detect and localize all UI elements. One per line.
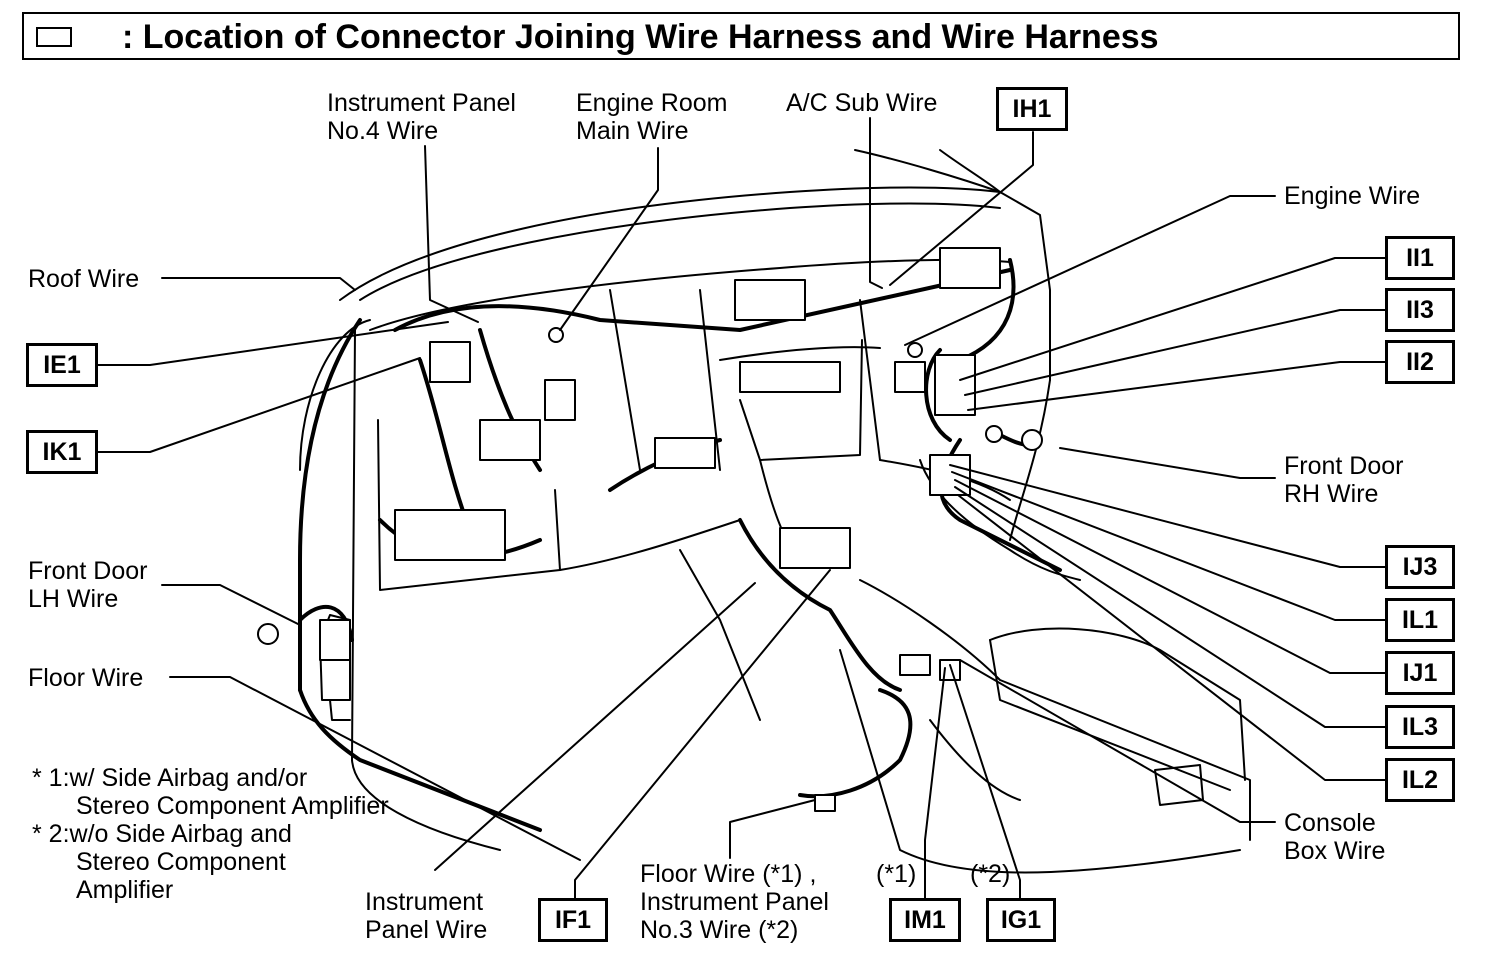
title-bar: : Location of Connector Joining Wire Har…	[22, 12, 1460, 60]
connector-code-ii2: II2	[1385, 340, 1455, 384]
connector-code-ie1: IE1	[26, 343, 98, 387]
label-floor-wire: Floor Wire	[28, 664, 144, 692]
label-instrument-panel-no4-line2: No.4 Wire	[327, 117, 439, 145]
label-floor-wire-ip3-line1: Floor Wire (*1) ,	[640, 860, 817, 888]
label-engine-room-main-line2: Main Wire	[576, 117, 689, 145]
label-star2: (*2)	[970, 860, 1011, 888]
label-engine-wire: Engine Wire	[1284, 182, 1421, 210]
label-floor-wire-ip3-line2: Instrument Panel	[640, 888, 829, 916]
connector-box-icon	[36, 27, 72, 47]
connector-code-if1: IF1	[538, 898, 608, 942]
connector-code-ih1: IH1	[996, 87, 1068, 131]
connector-code-im1: IM1	[889, 898, 961, 942]
label-floor-wire-ip3-line3: No.3 Wire (*2)	[640, 916, 799, 944]
label-instrument-panel-wire-line2: Panel Wire	[365, 916, 488, 944]
side-panel	[319, 459, 1081, 721]
label-front-door-rh-line2: RH Wire	[1284, 480, 1379, 508]
label-console-box-line1: Console	[1284, 809, 1376, 837]
note-2-line2: Stereo Component	[76, 848, 286, 876]
connector-code-ik1: IK1	[26, 430, 98, 474]
connector-code-ii1: II1	[1385, 236, 1455, 280]
label-engine-room-main-line1: Engine Room	[576, 89, 728, 117]
note-2-line1: * 2:w/o Side Airbag and	[32, 820, 292, 848]
label-front-door-lh-line1: Front Door	[28, 557, 148, 585]
center-console	[839, 579, 1251, 874]
connector-code-il2: IL2	[1385, 758, 1455, 802]
label-roof-wire: Roof Wire	[28, 265, 140, 293]
leader-lines	[97, 117, 1386, 899]
page-title: : Location of Connector Joining Wire Har…	[122, 18, 1159, 56]
connector-code-ig1: IG1	[986, 898, 1056, 942]
connector-code-ij3: IJ3	[1385, 545, 1455, 589]
label-console-box-line2: Box Wire	[1284, 837, 1386, 865]
connector-code-il1: IL1	[1385, 598, 1455, 642]
label-front-door-rh-line1: Front Door	[1284, 452, 1404, 480]
label-instrument-panel-no4-line1: Instrument Panel	[327, 89, 516, 117]
connector-code-ij1: IJ1	[1385, 651, 1455, 695]
note-1-line2: Stereo Component Amplifier	[76, 792, 389, 820]
label-star1: (*1)	[876, 860, 917, 888]
label-instrument-panel-wire-line1: Instrument	[365, 888, 484, 916]
connector-code-ii3: II3	[1385, 288, 1455, 332]
connector-blocks	[257, 247, 1043, 812]
note-2-line3: Amplifier	[76, 876, 174, 904]
note-1-line1: * 1:w/ Side Airbag and/or	[32, 764, 308, 792]
label-ac-sub-wire: A/C Sub Wire	[786, 89, 938, 117]
windshield-outline	[339, 149, 1051, 381]
connector-code-il3: IL3	[1385, 705, 1455, 749]
label-front-door-lh-line2: LH Wire	[28, 585, 119, 613]
